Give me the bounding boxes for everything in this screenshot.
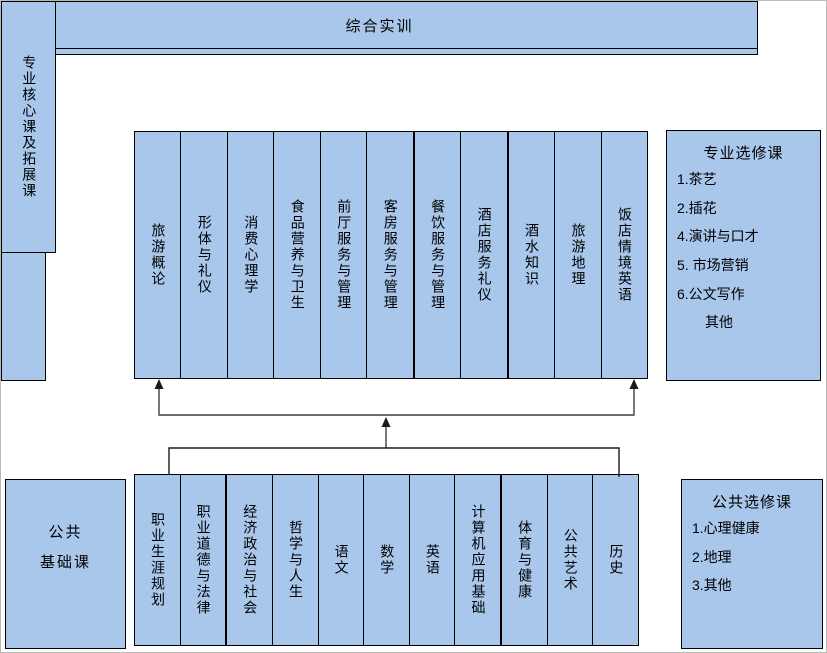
professional-course-row: 旅游概论 形体与礼仪 消费心理学 食品营养与卫生 前厅服务与管理 客房服务与管理… [134, 131, 648, 379]
bar-professional-core-course: 专业核心课及拓展课 [1, 1, 56, 253]
arrowhead-up-center [381, 417, 391, 427]
professional-electives-title: 专业选修课 [703, 145, 784, 162]
professional-electives-panel: 专业选修课 1.茶艺 2.插花 4.演讲与口才 5. 市场营销 6.公文写作 其… [666, 130, 821, 381]
course-bar: 英语 [408, 475, 455, 645]
band-comprehensive-training: 综合实训 [1, 1, 758, 49]
course-bar: 体育与健康 [500, 475, 547, 645]
arrowhead-up-right [629, 379, 639, 389]
band-comprehensive-training-label: 综合实训 [345, 17, 414, 35]
public-base-course-box: 公共 基础课 [5, 479, 126, 649]
course-bar: 酒店服务礼仪 [460, 132, 507, 378]
course-bar: 旅游地理 [554, 132, 601, 378]
public-electives-title: 公共选修课 [711, 494, 792, 511]
course-bar: 消费心理学 [226, 132, 274, 378]
elective-item: 其他 [705, 314, 733, 331]
elective-item: 1.茶艺 [677, 171, 717, 187]
elective-item: 2.插花 [677, 199, 717, 216]
arrowhead-up-left [154, 379, 164, 389]
elective-item: 6.公文写作 [677, 285, 745, 302]
elective-item: 2.地理 [692, 548, 732, 565]
elective-item: 3.其他 [692, 577, 732, 594]
course-bar: 客房服务与管理 [366, 132, 413, 378]
public-base-line2: 基础课 [39, 554, 91, 571]
course-bar: 前厅服务与管理 [319, 132, 367, 378]
course-bar: 餐饮服务与管理 [412, 132, 461, 378]
course-bar: 职业道德与法律 [179, 475, 226, 645]
course-bar: 计算机应用基础 [454, 475, 501, 645]
course-bar: 旅游概论 [135, 132, 181, 378]
public-electives-panel: 公共选修课 1.心理健康 2.地理 3.其他 [681, 479, 823, 649]
course-bar: 饭店情境英语 [600, 132, 647, 378]
elective-item: 4.演讲与口才 [677, 228, 759, 245]
course-bar: 食品营养与卫生 [273, 132, 320, 378]
public-base-line1: 公共 [48, 524, 83, 541]
course-bar: 职业生涯规划 [135, 475, 180, 645]
bar-professional-core-label: 专业核心课及拓展课 [21, 55, 38, 199]
course-bar: 数学 [363, 475, 409, 645]
course-bar: 哲学与人生 [271, 475, 318, 645]
course-bar: 语文 [317, 475, 364, 645]
course-bar: 形体与礼仪 [180, 132, 227, 378]
elective-item: 1.心理健康 [692, 520, 760, 536]
course-bar: 经济政治与社会 [225, 475, 272, 645]
elective-item: 5. 市场营销 [677, 257, 749, 274]
public-course-row: 职业生涯规划 职业道德与法律 经济政治与社会 哲学与人生 语文 数学 英语 计算… [134, 474, 639, 646]
course-bar: 历史 [592, 475, 639, 645]
course-bar: 公共艺术 [546, 475, 593, 645]
course-bar: 酒水知识 [506, 132, 555, 378]
